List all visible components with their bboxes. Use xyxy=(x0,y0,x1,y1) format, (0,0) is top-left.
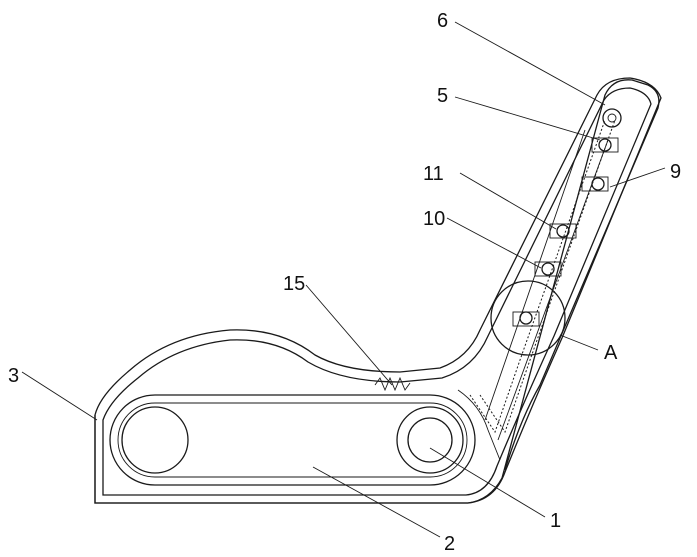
label-10: 10 xyxy=(423,208,445,230)
detail-circle-a xyxy=(490,280,566,356)
label-texts: 6 5 9 11 10 15 A 3 1 2 xyxy=(8,10,681,555)
leader-11 xyxy=(459,172,557,230)
roller-set xyxy=(512,108,622,327)
chain-left-line xyxy=(469,119,606,434)
housing-inner-contour xyxy=(102,87,652,496)
roller-3 xyxy=(549,223,577,239)
roller-1 xyxy=(591,137,619,153)
roller-2 xyxy=(581,176,609,192)
housing-outer-wall xyxy=(94,79,660,504)
spring-15 xyxy=(374,376,411,392)
leader-9 xyxy=(609,167,666,188)
leader-10 xyxy=(446,217,542,269)
top-roller xyxy=(602,108,622,128)
leader-1 xyxy=(429,447,546,518)
belt-inner xyxy=(117,402,468,478)
top-roller-hub xyxy=(607,113,617,123)
label-15: 15 xyxy=(283,273,305,295)
leader-2 xyxy=(312,466,441,538)
roller-4 xyxy=(534,261,562,277)
label-2: 2 xyxy=(444,533,455,555)
leader-3 xyxy=(21,371,98,421)
leader-15 xyxy=(305,284,393,386)
chain-bend xyxy=(457,389,501,461)
right-pulley-hub xyxy=(407,417,453,463)
label-A: A xyxy=(604,342,618,364)
label-9: 9 xyxy=(670,161,681,183)
lower-belt-assembly xyxy=(109,394,476,486)
leader-A xyxy=(559,334,599,351)
chain-track xyxy=(457,119,616,461)
label-6: 6 xyxy=(437,10,448,32)
leader-lines xyxy=(21,21,666,538)
label-3: 3 xyxy=(8,365,19,387)
housing-shell xyxy=(94,77,662,504)
label-11: 11 xyxy=(423,163,444,185)
right-pulley-outer xyxy=(396,406,464,474)
belt-body xyxy=(109,394,476,486)
housing-outer-contour xyxy=(94,77,662,504)
leader-6 xyxy=(454,21,606,106)
left-pulley xyxy=(121,406,189,474)
chain-right-line xyxy=(479,119,616,434)
label-5: 5 xyxy=(437,85,448,107)
roller-5 xyxy=(512,311,540,327)
leader-5 xyxy=(454,96,601,141)
label-1: 1 xyxy=(550,510,561,532)
